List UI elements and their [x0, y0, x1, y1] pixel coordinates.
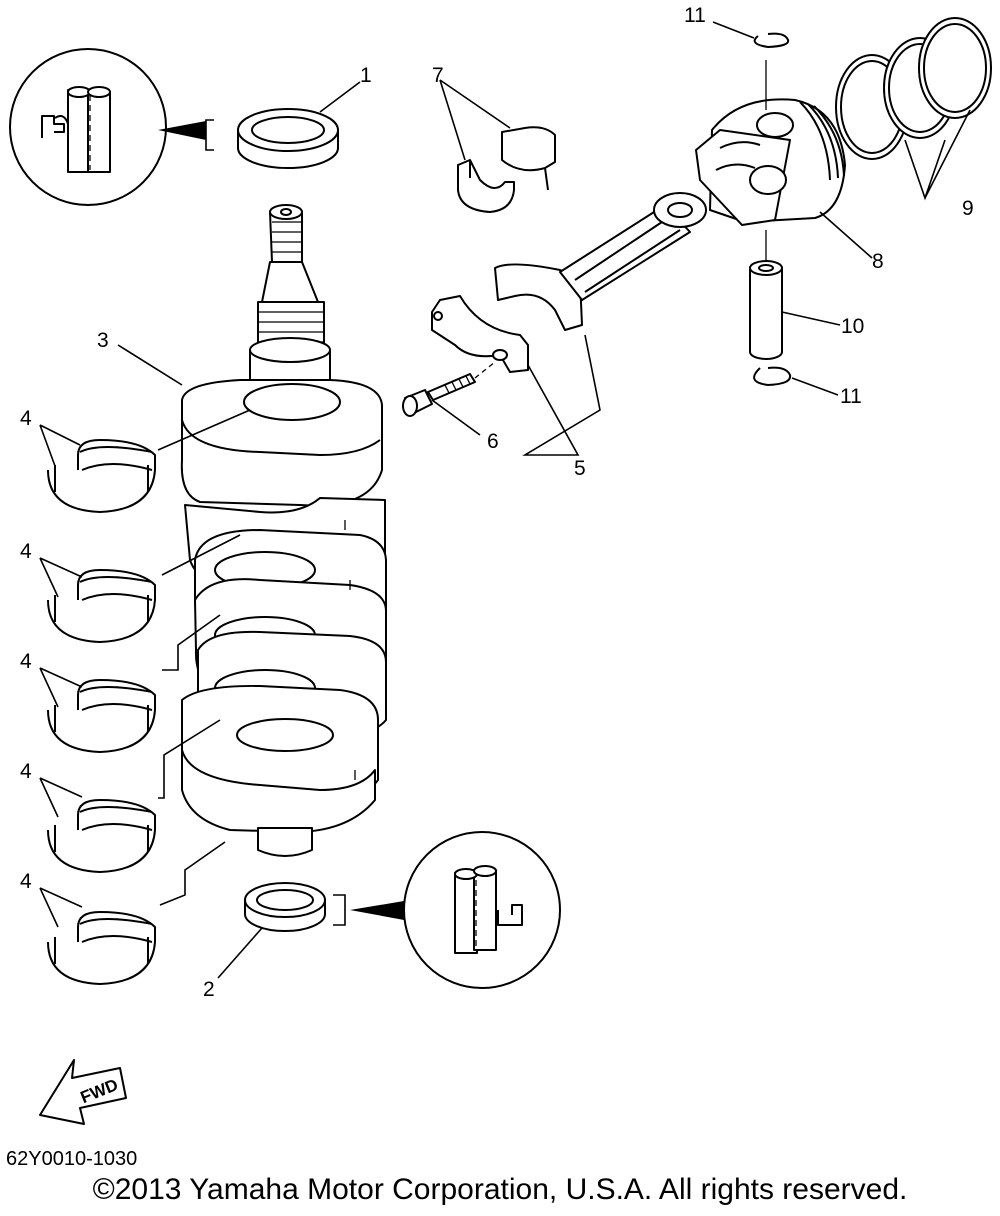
part-5-connecting-rod	[431, 192, 707, 456]
part-4-main-bearing-5	[47, 841, 226, 985]
diagram-code: 62Y0010-1030	[6, 1148, 138, 1170]
part-10-piston-pin	[749, 260, 841, 360]
callout-4c: 4	[20, 650, 32, 673]
seal-detail-circle-top	[9, 48, 214, 206]
part-9-piston-rings	[835, 17, 992, 201]
callout-4b: 4	[20, 540, 32, 563]
part-6-conrod-bolt	[402, 361, 496, 436]
seal-detail-circle-bottom	[333, 831, 561, 989]
callout-9: 9	[962, 197, 974, 220]
callout-4-leaders	[39, 424, 83, 928]
part-8-piston	[695, 60, 873, 260]
leader-3	[117, 344, 183, 386]
callout-6: 6	[487, 430, 499, 453]
callout-5: 5	[574, 457, 586, 480]
part-11-circlip-top	[712, 21, 790, 48]
part-1-oil-seal	[237, 81, 361, 169]
forward-direction-arrow: FWD	[39, 1059, 127, 1125]
callout-11a: 11	[684, 4, 706, 27]
callout-8: 8	[872, 250, 884, 273]
callout-4a: 4	[20, 407, 32, 430]
part-4-main-bearing-4	[47, 719, 221, 873]
callout-3: 3	[97, 329, 109, 352]
part-7-conrod-bearing	[439, 79, 556, 213]
callout-7: 7	[432, 64, 444, 87]
callout-2: 2	[203, 978, 215, 1001]
part-4-main-bearing-2	[47, 534, 241, 643]
part-11-circlip-bottom	[753, 366, 839, 396]
part-4-main-bearing-1	[47, 409, 251, 513]
part-3-crankshaft	[180, 204, 387, 857]
part-4-main-bearing-3	[47, 614, 221, 753]
callout-1: 1	[360, 64, 372, 87]
callout-11b: 11	[840, 385, 862, 408]
callout-10: 10	[841, 315, 864, 338]
callout-4e: 4	[20, 870, 32, 893]
copyright-notice: ©2013 Yamaha Motor Corporation, U.S.A. A…	[92, 1173, 908, 1206]
callout-4d: 4	[20, 760, 32, 783]
part-2-oil-seal	[217, 882, 326, 979]
